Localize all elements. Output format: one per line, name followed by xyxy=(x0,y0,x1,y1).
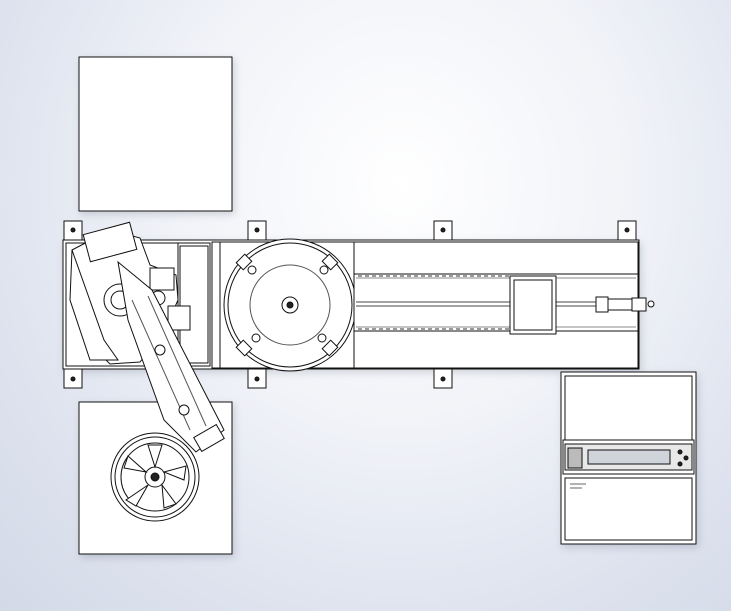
robot-arm xyxy=(69,221,225,453)
clamp xyxy=(235,253,257,275)
rotary-table xyxy=(211,238,357,372)
control-cabinet xyxy=(560,371,697,545)
linear-slide xyxy=(353,241,655,369)
mounting-brackets xyxy=(63,220,637,389)
clamp xyxy=(319,253,339,275)
slide-carriage xyxy=(509,275,557,335)
clamp xyxy=(317,333,339,357)
tray-top-left xyxy=(78,56,233,212)
cabinet-display xyxy=(587,449,671,465)
clamp xyxy=(235,333,261,357)
wheel-part xyxy=(110,432,200,522)
slide-motor xyxy=(595,296,655,313)
